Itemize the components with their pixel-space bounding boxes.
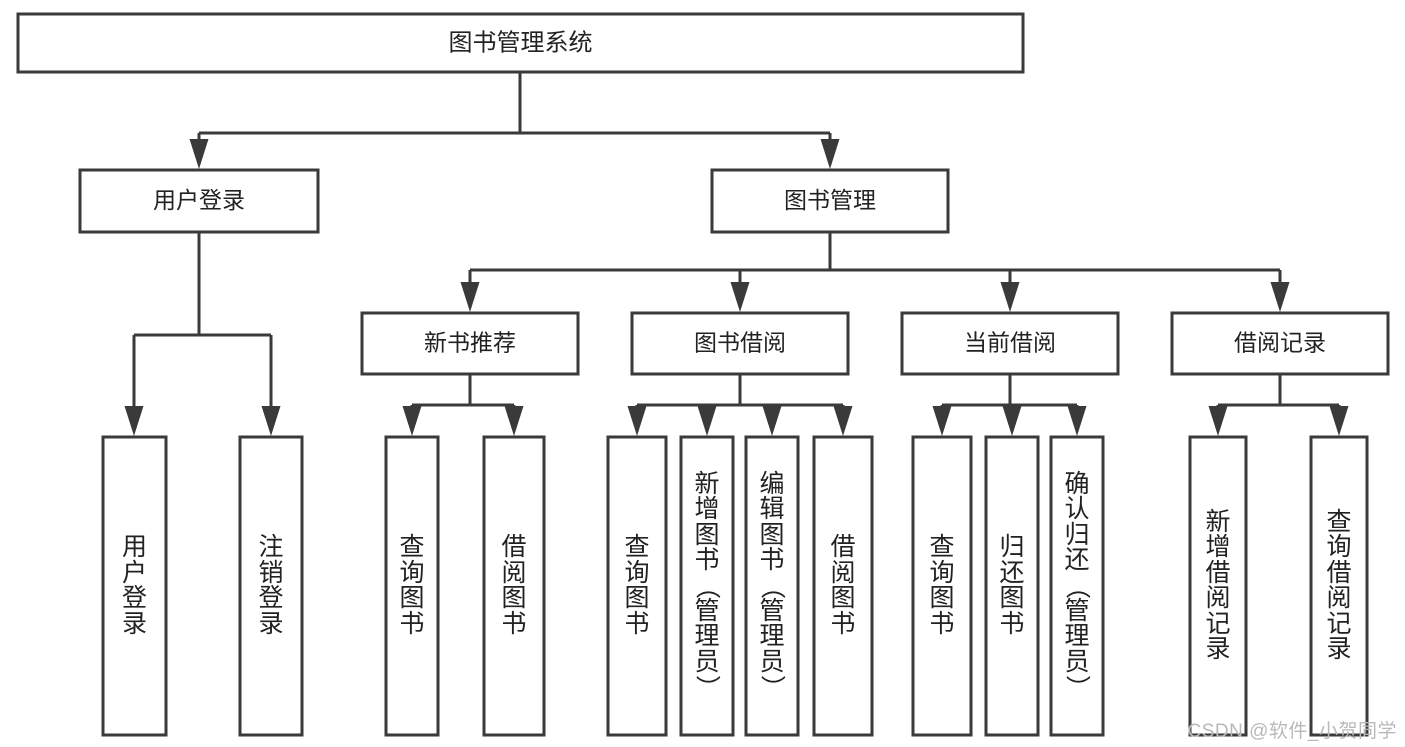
level3-node-1[interactable]	[630, 311, 850, 376]
edge-arrow-head	[402, 406, 422, 436]
edge-arrow-head	[1002, 406, 1022, 436]
level2-node-label-0: 用户登录	[153, 187, 245, 213]
leaf-node-5[interactable]	[679, 435, 735, 737]
level2-node-0[interactable]	[78, 168, 320, 234]
edge-group	[124, 232, 281, 436]
edge-group	[460, 232, 1290, 312]
edge-arrow-head	[1067, 406, 1087, 436]
leaf-node-8[interactable]	[911, 435, 973, 737]
edge-arrow-head	[1000, 282, 1020, 312]
edge-group	[932, 374, 1087, 436]
edge-group	[627, 374, 853, 436]
edge-arrow-head	[820, 139, 840, 169]
edges-layer	[124, 72, 1349, 436]
leaf-node-9[interactable]	[984, 435, 1040, 737]
edge-arrow-head	[697, 406, 717, 436]
root-node-0[interactable]	[16, 12, 1025, 74]
edge-arrow-head	[932, 406, 952, 436]
level3-node-label-2: 当前借阅	[964, 330, 1056, 356]
edge-arrow-head	[627, 406, 647, 436]
leaf-node-1[interactable]	[238, 435, 304, 737]
leaf-node-11[interactable]	[1188, 435, 1248, 737]
edge-arrow-head	[189, 139, 209, 169]
edge-arrow-head	[762, 406, 782, 436]
leaf-node-4[interactable]	[606, 435, 668, 737]
edge-arrow-head	[504, 406, 524, 436]
edge-arrow-head	[833, 406, 853, 436]
leaf-node-3[interactable]	[482, 435, 546, 737]
edge-arrow-head	[730, 282, 750, 312]
level3-node-label-3: 借阅记录	[1234, 330, 1326, 356]
edge-group	[402, 374, 524, 436]
edge-arrow-head	[1329, 406, 1349, 436]
level3-node-label-0: 新书推荐	[424, 330, 516, 356]
level3-node-2[interactable]	[900, 311, 1120, 376]
edge-arrow-head	[124, 406, 144, 436]
edge-arrow-head	[261, 406, 281, 436]
leaf-node-12[interactable]	[1309, 435, 1369, 737]
level3-node-label-1: 图书借阅	[694, 330, 786, 356]
edge-arrow-head	[460, 282, 480, 312]
boxes-layer	[16, 12, 1390, 737]
leaf-node-6[interactable]	[744, 435, 800, 737]
root-node-label-0: 图书管理系统	[449, 29, 593, 56]
level2-node-label-1: 图书管理	[784, 187, 876, 213]
edge-arrow-head	[1270, 282, 1290, 312]
level2-node-1[interactable]	[710, 168, 950, 234]
csdn-watermark: CSDN @软件_小贺同学	[1187, 721, 1397, 742]
level3-node-3[interactable]	[1170, 311, 1390, 376]
leaf-node-10[interactable]	[1049, 435, 1105, 737]
edge-arrow-head	[1208, 406, 1228, 436]
edge-group	[1208, 374, 1349, 436]
leaf-node-0[interactable]	[101, 435, 168, 737]
leaf-node-2[interactable]	[384, 435, 440, 737]
leaf-node-7[interactable]	[812, 435, 874, 737]
edge-group	[189, 72, 840, 169]
level3-node-0[interactable]	[360, 311, 580, 376]
